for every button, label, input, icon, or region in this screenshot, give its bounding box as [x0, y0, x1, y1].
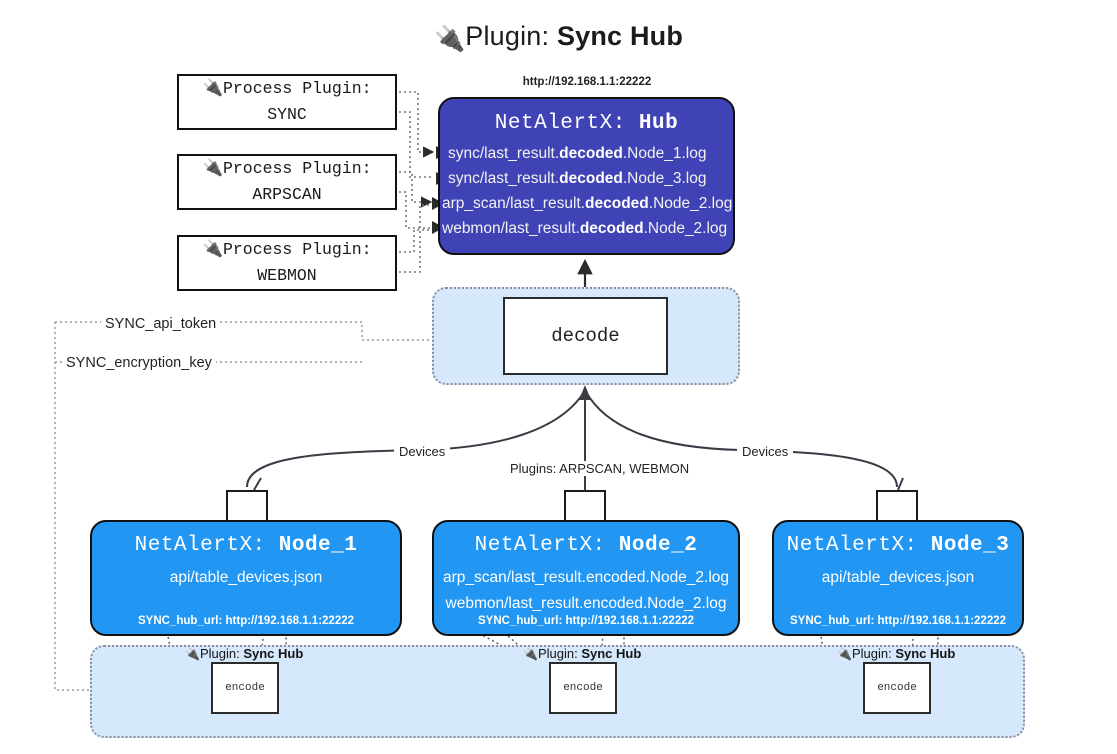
page-title-name: Sync Hub: [556, 21, 684, 51]
hub-title: NetAlertX: Hub: [494, 112, 679, 135]
decode-box[interactable]: decode: [503, 297, 668, 375]
hub-url-label: http://192.168.1.1:22222: [522, 76, 652, 88]
edge-label-plugins: Plugins: ARPSCAN, WEBMON: [505, 461, 695, 476]
encode-box[interactable]: encode: [863, 662, 931, 714]
hub-log-line: arp_scan/last_result.decoded.Node_2.log: [442, 195, 733, 212]
hub-log-line: sync/last_result.decoded.Node_1.log: [448, 145, 707, 162]
process-plugin-label: 🔌Process Plugin:: [202, 240, 372, 259]
plug-icon: 🔌: [433, 25, 466, 53]
node-title: NetAlertX: Node_3: [786, 534, 1010, 557]
process-plugin-box-webmon[interactable]: 🔌Process Plugin: WEBMON: [177, 235, 397, 291]
encode-box[interactable]: encode: [211, 662, 279, 714]
process-plugin-name: SYNC: [267, 105, 307, 124]
plug-icon: 🔌: [523, 647, 538, 661]
sync-api-token-label: SYNC_api_token: [101, 316, 221, 332]
edge-label-devices-right: Devices: [737, 444, 794, 459]
node-line: arp_scan/last_result.encoded.Node_2.log: [442, 569, 730, 586]
node-title: NetAlertX: Node_1: [134, 534, 358, 557]
hub-log-list: sync/last_result.decoded.Node_1.log sync…: [440, 141, 733, 241]
node-card-node-2[interactable]: NetAlertX: Node_2 arp_scan/last_result.e…: [432, 520, 740, 636]
node-line: api/table_devices.json: [169, 569, 323, 586]
process-plugin-label: 🔌Process Plugin:: [202, 79, 372, 98]
page-title-prefix: Plugin:: [465, 21, 557, 51]
node-hub-url: SYNC_hub_url: http://192.168.1.1:22222: [477, 615, 695, 627]
sync-encryption-key-label: SYNC_encryption_key: [62, 355, 216, 371]
encode-box[interactable]: encode: [549, 662, 617, 714]
process-plugin-name: WEBMON: [257, 266, 317, 285]
encode-plugin-label: 🔌Plugin: Sync Hub: [185, 646, 304, 661]
encode-plugin-label: 🔌Plugin: Sync Hub: [837, 646, 956, 661]
node-hub-url: SYNC_hub_url: http://192.168.1.1:22222: [789, 615, 1007, 627]
envelope-stems: [253, 477, 904, 491]
envelope-icon: [876, 490, 918, 522]
node-hub-url: SYNC_hub_url: http://192.168.1.1:22222: [137, 615, 355, 627]
hub-node[interactable]: NetAlertX: Hub sync/last_result.decoded.…: [438, 97, 735, 255]
envelope-icon: [564, 490, 606, 522]
process-plugin-label: 🔌Process Plugin:: [202, 159, 372, 178]
node-card-node-1[interactable]: NetAlertX: Node_1 api/table_devices.json…: [90, 520, 402, 636]
plugin-to-hub-connectors: [399, 91, 435, 273]
page-title: 🔌Plugin: Sync Hub: [0, 16, 1117, 59]
plug-icon: 🔌: [202, 79, 223, 98]
node-title: NetAlertX: Node_2: [474, 534, 698, 557]
plug-icon: 🔌: [185, 647, 200, 661]
node-line: api/table_devices.json: [821, 569, 975, 586]
node-line-list: api/table_devices.json: [92, 565, 400, 591]
plug-icon: 🔌: [202, 159, 223, 178]
process-plugin-box-arpscan[interactable]: 🔌Process Plugin: ARPSCAN: [177, 154, 397, 210]
node-line-list: arp_scan/last_result.encoded.Node_2.log …: [434, 565, 738, 617]
plug-icon: 🔌: [202, 240, 223, 259]
envelope-icon: [226, 490, 268, 522]
plug-icon: 🔌: [837, 647, 852, 661]
devices-merge-arrowhead: [579, 385, 591, 400]
hub-log-line: webmon/last_result.decoded.Node_2.log: [442, 220, 728, 237]
edge-label-devices-left: Devices: [394, 444, 451, 459]
hub-log-line: sync/last_result.decoded.Node_3.log: [448, 170, 707, 187]
node-line-list: api/table_devices.json: [774, 565, 1022, 591]
node-card-node-3[interactable]: NetAlertX: Node_3 api/table_devices.json…: [772, 520, 1024, 636]
process-plugin-name: ARPSCAN: [252, 185, 322, 204]
node-line: webmon/last_result.encoded.Node_2.log: [445, 595, 727, 612]
process-plugin-box-sync[interactable]: 🔌Process Plugin: SYNC: [177, 74, 397, 130]
encode-plugin-label: 🔌Plugin: Sync Hub: [523, 646, 642, 661]
